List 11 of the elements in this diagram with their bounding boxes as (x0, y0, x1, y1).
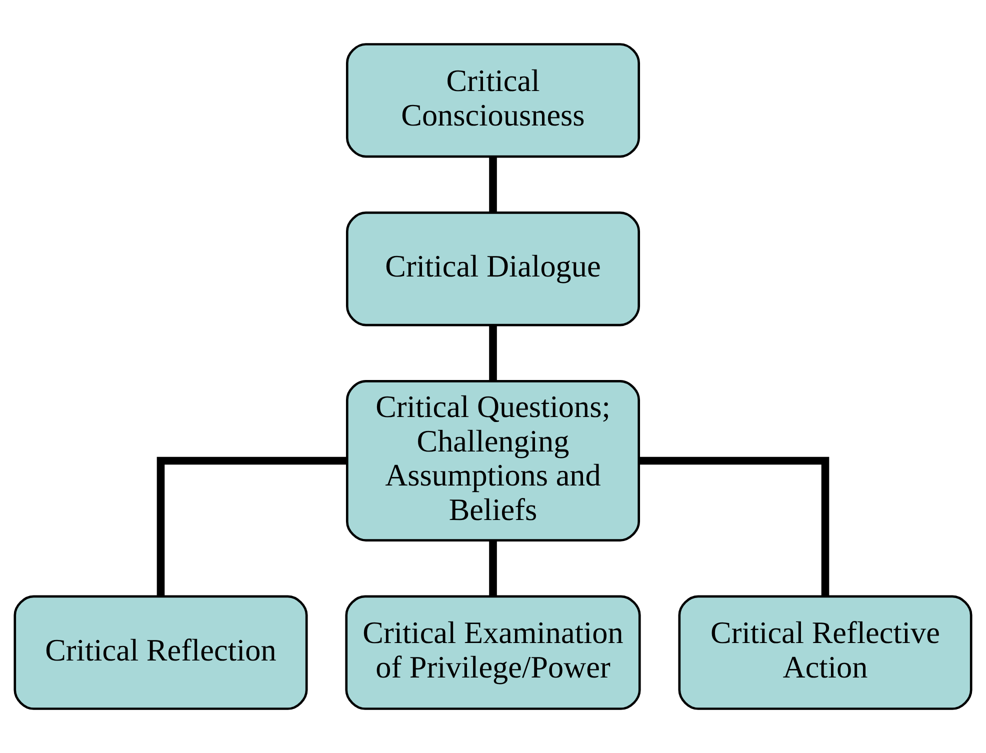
connector (156, 456, 347, 596)
node-box: Critical Consciousness (346, 43, 640, 158)
node-box: Critical Reflection (14, 595, 308, 710)
connector (489, 540, 497, 596)
connector (489, 156, 497, 212)
connector (639, 456, 830, 596)
connector (489, 325, 497, 382)
node-box: Critical Reflective Action (678, 595, 972, 710)
node-box: Critical Questions; Challenging Assumptions and Beliefs (346, 380, 640, 542)
node-box: Critical Dialogue (346, 212, 640, 326)
node-box: Critical Examination of Privilege/Power (345, 595, 641, 710)
